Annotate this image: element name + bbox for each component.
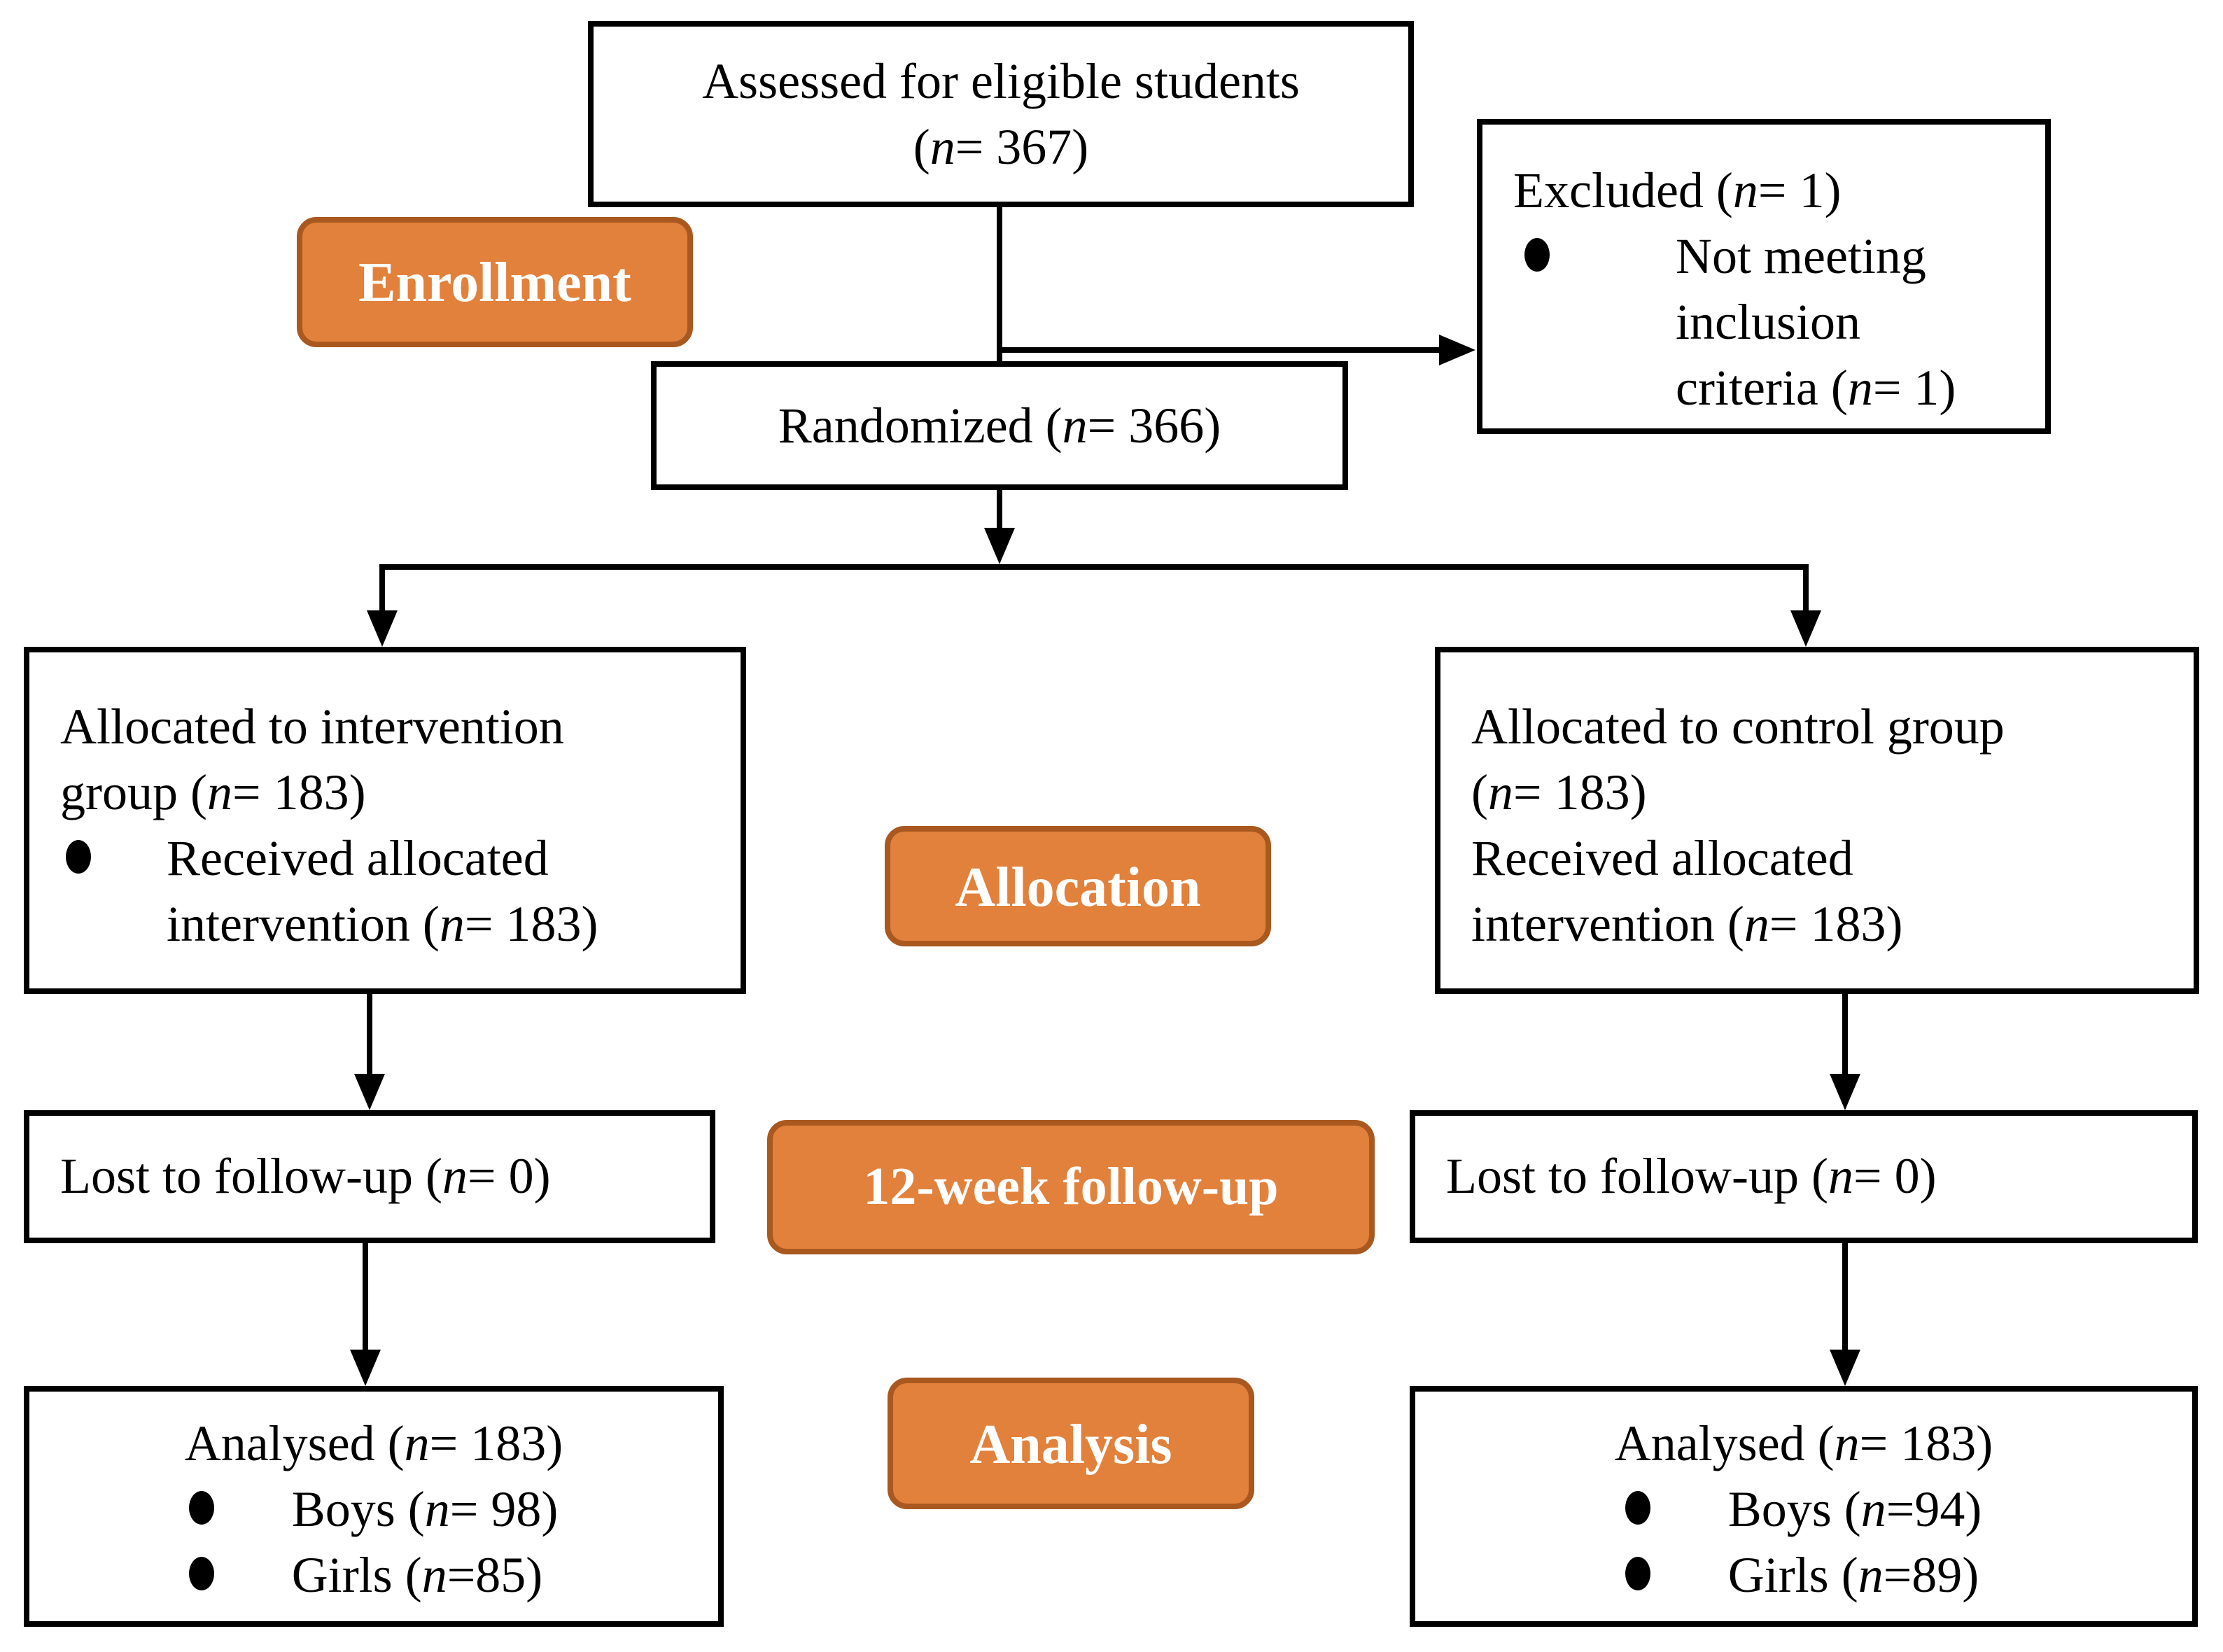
lost-followup-control-box: Lost to follow-up (n= 0) [1410,1110,2198,1243]
alloc-control-line3: Received allocated [1471,830,1853,886]
alloc-intervention-bullet-line1: Received allocated [167,830,549,886]
randomized-text: Randomized (n= 366) [778,397,1221,453]
excluded-bullet-text: Not meeting inclusion criteria (n= 1) [1676,224,1956,421]
analysed-right-girls-item: Girls (n=89) [1625,1543,1982,1609]
analysed-left-bullets: Boys (n= 98) Girls (n=85) [189,1477,559,1609]
connector-to-excluded [1000,347,1442,353]
analysis-stage-text: Analysis [969,1412,1172,1475]
excluded-bullet-line3: criteria (n= 1) [1676,360,1956,416]
alloc-control-line4: intervention (n= 183) [1471,896,1903,952]
connector-control-to-lost [1842,994,1848,1078]
followup-stage-label: 12-week follow-up [767,1120,1375,1254]
analysed-left-boys-text: Boys (n= 98) [291,1481,559,1537]
analysed-control-box: Analysed (n= 183) Boys (n=94) Girls (n=8… [1410,1386,2198,1627]
enrollment-stage-label: Enrollment [297,217,693,347]
allocated-control-box: Allocated to control group (n= 183) Rece… [1435,647,2199,994]
arrowhead-down-analysed-right [1830,1350,1860,1386]
analysed-left-girls-text: Girls (n=85) [291,1547,543,1603]
arrowhead-down-branch-center [984,528,1015,564]
alloc-control-line2: (n= 183) [1471,764,1647,820]
analysed-left-girls-item: Girls (n=85) [189,1543,559,1609]
assessed-line1: Assessed for eligible students [702,52,1300,108]
analysed-right-boys-item: Boys (n=94) [1625,1477,1982,1543]
allocated-intervention-box: Allocated to intervention group (n= 183)… [24,647,746,994]
alloc-intervention-bullet-text: Received allocated intervention (n= 183) [167,826,598,958]
excluded-title: Excluded (n= 1) [1513,162,1842,218]
analysed-right-girls-text: Girls (n=89) [1727,1547,1979,1603]
excluded-bullet-item: Not meeting inclusion criteria (n= 1) [1513,224,2031,421]
alloc-intervention-line2: group (n= 183) [60,764,366,820]
assessed-eligibility-box: Assessed for eligible students (n= 367) [588,21,1414,207]
connector-branch-right [1803,570,1809,615]
arrowhead-down-analysed-left [350,1350,381,1386]
connector-lost-to-analysed-left [363,1243,368,1352]
excluded-box: Excluded (n= 1) Not meeting inclusion cr… [1477,119,2051,434]
alloc-intervention-bullet-line2: intervention (n= 183) [167,896,598,952]
bullet-icon [1524,238,1550,272]
analysed-right-title: Analysed (n= 183) [1614,1415,1993,1471]
allocation-stage-text: Allocation [955,855,1201,918]
connector-branch-left [379,570,385,615]
bullet-icon [66,840,91,874]
analysis-stage-label: Analysis [888,1378,1254,1509]
analysed-intervention-box: Analysed (n= 183) Boys (n= 98) Girls (n=… [24,1386,724,1627]
lost-followup-left-text: Lost to follow-up (n= 0) [60,1148,551,1204]
bullet-icon [1625,1557,1651,1590]
analysed-right-bullets: Boys (n=94) Girls (n=89) [1625,1477,1982,1609]
arrowhead-down-lost-right [1830,1074,1860,1110]
arrowhead-down-intervention [367,610,398,647]
analysed-left-boys-item: Boys (n= 98) [189,1477,559,1543]
arrowhead-down-control [1790,610,1821,647]
arrowhead-down-lost-left [354,1074,385,1110]
analysed-right-boys-text: Boys (n=94) [1727,1481,1982,1537]
analysed-left-title: Analysed (n= 183) [184,1415,563,1471]
enrollment-stage-text: Enrollment [358,251,631,314]
connector-intervention-to-lost [367,994,372,1078]
lost-followup-intervention-box: Lost to follow-up (n= 0) [24,1110,715,1243]
assessed-line2: (n= 367) [913,118,1089,174]
alloc-control-line1: Allocated to control group [1471,699,2005,755]
bullet-icon [189,1557,215,1590]
arrowhead-right-excluded [1439,335,1475,365]
bullet-icon [189,1491,215,1525]
connector-assessed-to-randomized [997,207,1002,364]
alloc-intervention-line1: Allocated to intervention [60,699,564,755]
allocation-stage-label: Allocation [885,826,1271,946]
excluded-bullet-line2: inclusion [1676,294,1860,350]
connector-randomized-to-branch [997,490,1002,532]
alloc-intervention-bullet-item: Received allocated intervention (n= 183) [60,826,727,958]
excluded-bullet-line1: Not meeting [1676,228,1926,284]
connector-branch-horizontal [379,564,1809,570]
lost-followup-right-text: Lost to follow-up (n= 0) [1446,1148,1937,1204]
followup-stage-text: 12-week follow-up [863,1158,1279,1217]
connector-lost-to-analysed-right [1842,1243,1848,1352]
randomized-box: Randomized (n= 366) [651,361,1348,490]
bullet-icon [1625,1491,1651,1525]
